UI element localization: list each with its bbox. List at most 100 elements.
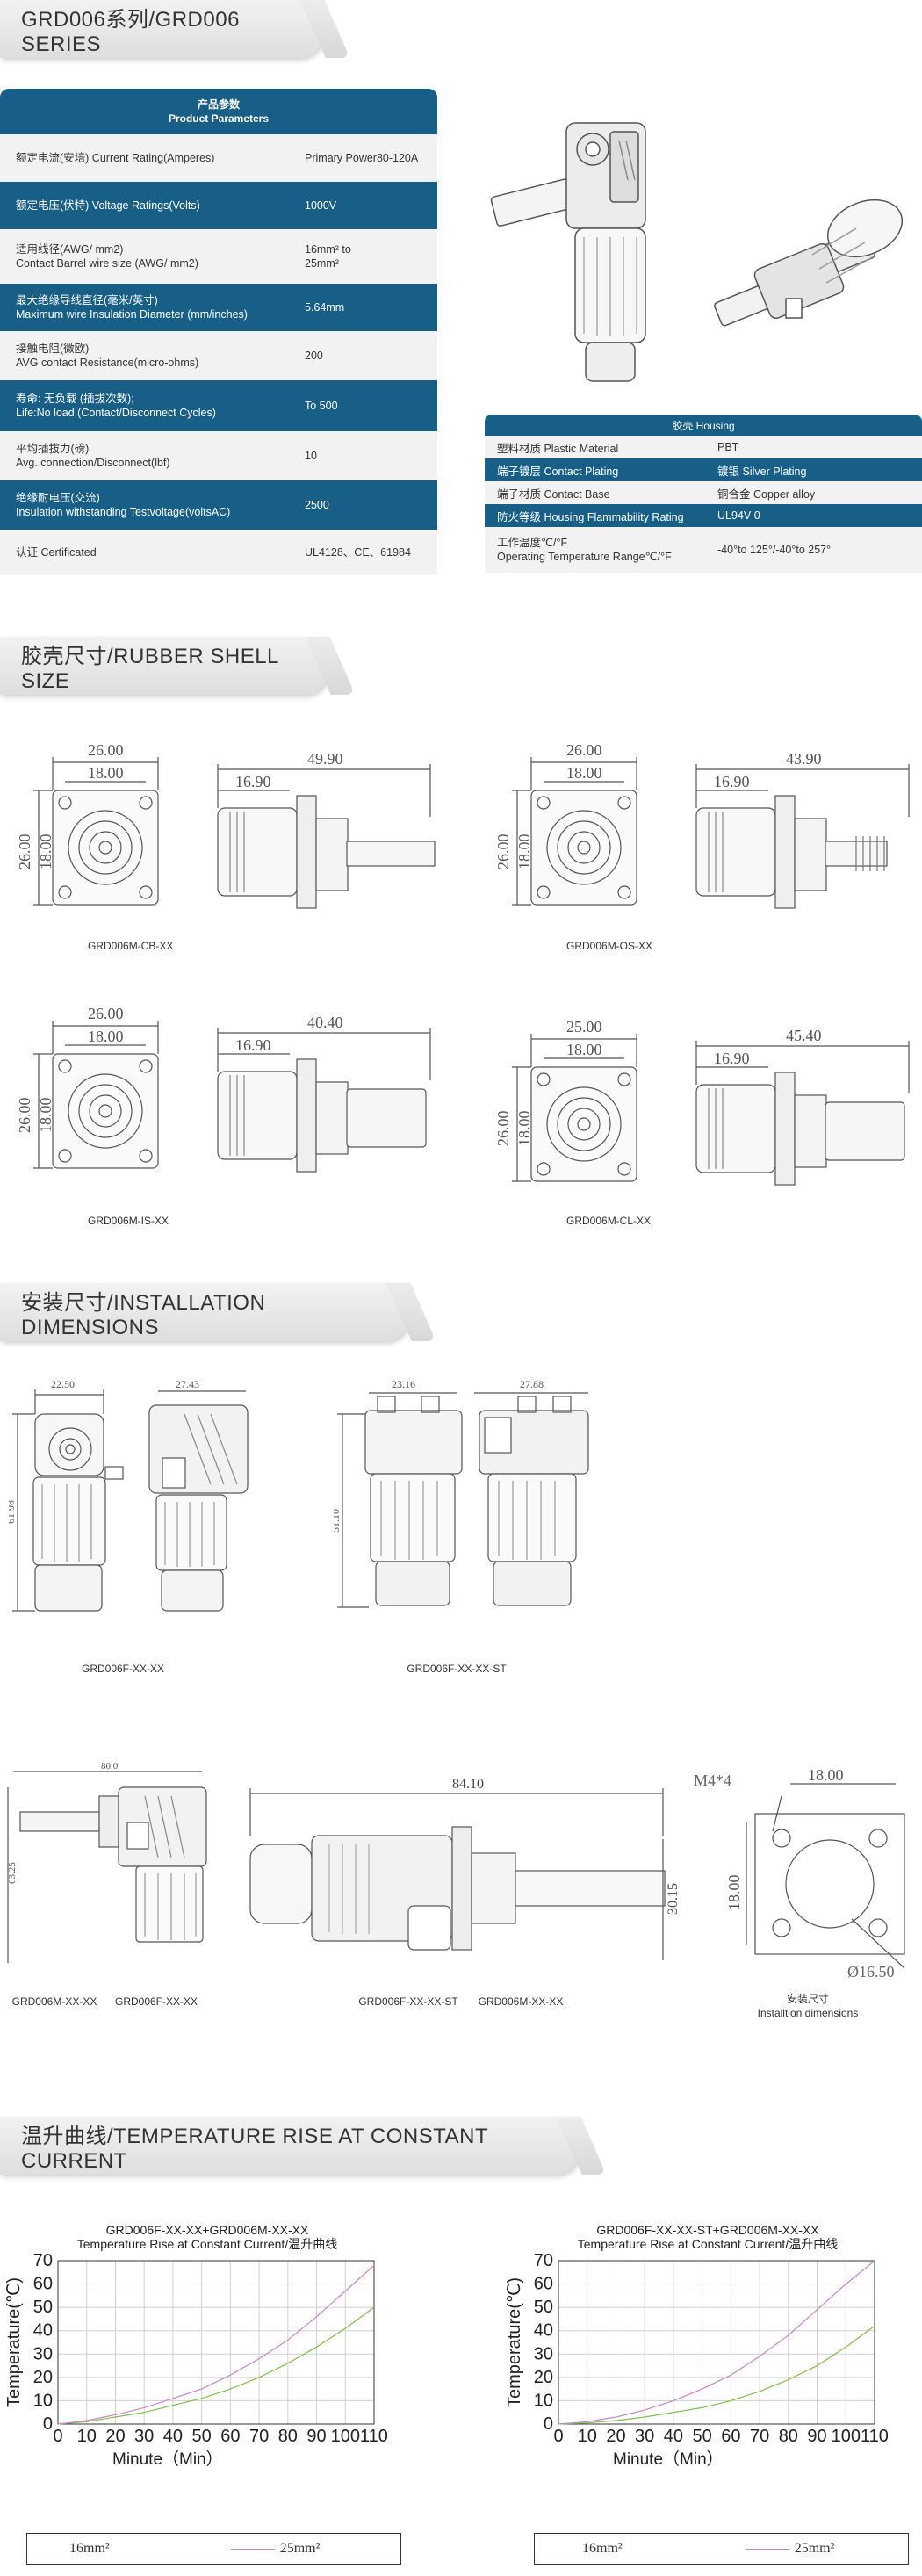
legend-16mm: 16mm²	[582, 2541, 623, 2556]
install-drawing-b: 23.16 27.88 51.10	[334, 1379, 615, 1651]
section-title-text: 安装尺寸/INSTALLATION DIMENSIONS	[21, 1290, 266, 1339]
section-title-rubber-shell: 胶壳尺寸/RUBBER SHELL SIZE	[0, 637, 328, 695]
section-title-temperature: 温升曲线/TEMPERATURE RISE AT CONSTANT CURREN…	[0, 2117, 580, 2175]
chart-legend-2: 16mm² 25mm²	[534, 2533, 909, 2565]
x-tick-label: 30	[134, 2427, 154, 2446]
dim-height: 61.98	[9, 1500, 17, 1524]
section-title-text: GRD006系列/GRD006 SERIES	[21, 7, 240, 56]
housing-value: -40°to 125°/-40°to 257°	[717, 544, 832, 556]
y-tick-label: 70	[33, 2251, 53, 2270]
dim-width-inner: 18.00	[88, 1028, 124, 1045]
param-row: 适用线径(AWG/ mm2)Contact Barrel wire size (…	[0, 229, 437, 284]
series-line-1	[57, 2264, 375, 2425]
param-value-line2: 25mm²	[305, 257, 339, 270]
housing-value: PBT	[717, 441, 739, 453]
housing-label: 防火等级 Housing Flammability Rating	[485, 508, 717, 524]
y-tick-label: 0	[544, 2414, 553, 2434]
x-tick-label: 40	[664, 2427, 683, 2446]
param-value-line1: UL4128、CE、61984	[305, 546, 411, 559]
series-line-0	[558, 2325, 875, 2425]
dim-width: 18.00	[808, 1766, 844, 1784]
param-value: Primary Power80-120A	[303, 151, 437, 165]
x-tick-label: 10	[578, 2427, 597, 2446]
param-label: 适用线径(AWG/ mm2)Contact Barrel wire size (…	[0, 242, 303, 271]
dim-width: 84.10	[452, 1777, 484, 1792]
dim-width: 26.00	[88, 741, 124, 759]
y-tick-label: 50	[33, 2298, 53, 2317]
plot-frame	[57, 2260, 375, 2425]
legend-25mm: 25mm²	[279, 2541, 321, 2556]
dim-diameter: Ø16.50	[847, 1963, 895, 1981]
param-label-line1: 寿命: 无负载 (插拔次数);	[16, 393, 134, 405]
legend-25mm-swatch	[230, 2548, 275, 2550]
dim-width-side: 27.43	[176, 1379, 199, 1390]
param-value: 1000V	[303, 198, 437, 213]
param-label-line2: Contact Barrel wire size (AWG/ mm2)	[16, 257, 198, 270]
dim-hole: M4*4	[694, 1771, 731, 1789]
y-tick-label: 40	[534, 2321, 553, 2341]
install-caption-e: 安装尺寸 Installtion dimensions	[738, 1992, 878, 2020]
section-title-text: 温升曲线/TEMPERATURE RISE AT CONSTANT CURREN…	[21, 2124, 488, 2173]
dim-width: 26.00	[566, 741, 602, 759]
param-label: 绝缘耐电压(交流)Insulation withstanding Testvol…	[0, 491, 303, 519]
dim-height: 51.10	[334, 1509, 342, 1533]
dim-length: 49.90	[307, 750, 343, 768]
y-tick-label: 40	[33, 2321, 53, 2341]
param-value: 5.64mm	[303, 300, 437, 314]
param-value: To 500	[303, 399, 437, 413]
install-caption-c1: GRD006M-XX-XX	[11, 1995, 97, 2008]
housing-value: 铜合金 Copper alloy	[717, 487, 816, 501]
x-tick-label: 10	[77, 2427, 97, 2446]
housing-label-line2: Operating Temperature Range℃/°F	[497, 551, 672, 563]
param-label: 认证 Certificated	[0, 545, 303, 559]
x-tick-label: 60	[220, 2427, 240, 2446]
install-caption-e2: Installtion dimensions	[757, 2007, 859, 2019]
straight-connector-image	[714, 198, 904, 327]
dim-length: 40.40	[307, 1014, 343, 1031]
section-title-installation: 安装尺寸/INSTALLATION DIMENSIONS	[0, 1283, 409, 1341]
housing-label-line1: 端子材质 Contact Base	[497, 487, 610, 501]
dim-height-inner: 18.00	[515, 1111, 533, 1147]
x-tick-label: 80	[779, 2427, 798, 2446]
param-value: 2500	[303, 498, 437, 512]
param-label: 寿命: 无负载 (插拔次数); Life:No load (Contact/Dis…	[0, 392, 303, 420]
x-axis-label: Minute（Min）	[112, 2450, 223, 2469]
y-tick-label: 10	[33, 2391, 53, 2410]
install-caption-e1: 安装尺寸	[786, 1993, 829, 2005]
rubber-shell-caption: GRD006M-IS-XX	[88, 1215, 169, 1227]
dim-width: 26.00	[88, 1005, 124, 1022]
param-value-line1: 2500	[305, 499, 329, 511]
dim-width: 80.0	[101, 1761, 119, 1771]
param-label-line1: 平均插拔力(磅)	[16, 443, 90, 455]
x-tick-label: 20	[606, 2427, 625, 2446]
y-tick-label: 20	[33, 2368, 53, 2387]
param-label-line1: 额定电压(伏特) Voltage Ratings(Volts)	[16, 199, 200, 212]
y-tick-label: 50	[534, 2298, 553, 2317]
housing-value: 镀银 Silver Plating	[717, 465, 807, 478]
legend-25mm-swatch	[745, 2548, 789, 2550]
param-value-line1: 5.64mm	[305, 301, 345, 314]
dim-height: 18.00	[725, 1875, 743, 1911]
param-label-line2: Life:No load (Contact/Disconnect Cycles)	[16, 407, 216, 419]
dim-length-inner: 16.90	[235, 773, 271, 790]
param-label-line1: 额定电流(安培) Current Rating(Amperes)	[16, 152, 215, 164]
dim-height: 30.15	[666, 1883, 681, 1915]
param-value-line1: Primary Power80-120A	[305, 152, 419, 164]
x-tick-label: 110	[861, 2427, 889, 2446]
install-caption-a: GRD006F-XX-XX	[81, 1663, 165, 1675]
param-label: 额定电压(伏特) Voltage Ratings(Volts)	[0, 198, 303, 213]
x-tick-label: 70	[750, 2427, 769, 2446]
param-value: 10	[303, 449, 437, 463]
install-caption-d1: GRD006F-XX-XX-ST	[358, 1995, 458, 2008]
housing-label-line1: 端子镀层 Contact Plating	[497, 465, 619, 478]
x-tick-label: 0	[553, 2427, 563, 2446]
dim-height: 26.00	[494, 834, 512, 870]
